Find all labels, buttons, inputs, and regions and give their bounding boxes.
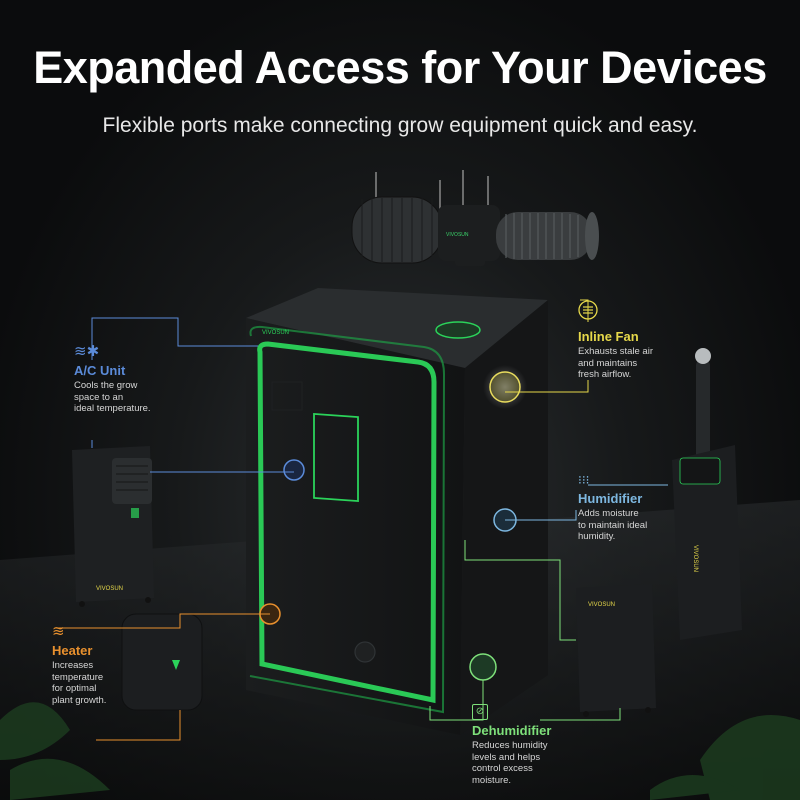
inline-fan-desc-2: and maintains <box>578 357 638 369</box>
humidifier-name: Humidifier <box>578 491 643 506</box>
heater-desc-2: temperature <box>52 671 104 683</box>
humidifier-desc-3: humidity. <box>578 531 616 542</box>
page-subtitle: Flexible ports make connecting grow equi… <box>102 114 698 137</box>
snow-fan-icon: ≋✱ <box>74 343 100 360</box>
heater-name: Heater <box>52 643 93 658</box>
plant-leaves <box>0 702 800 800</box>
dehumidifier-name: Dehumidifier <box>472 723 552 738</box>
dehumidifier-desc-2: levels and helps <box>472 751 541 763</box>
inline-fan-desc-3: fresh airflow. <box>578 369 632 380</box>
heater-desc-4: plant growth. <box>52 694 107 706</box>
ac-unit-device: VIVOSUN <box>72 446 154 607</box>
svg-text:VIVOSUN: VIVOSUN <box>446 232 469 238</box>
svg-text:VIVOSUN: VIVOSUN <box>262 330 289 336</box>
grow-tent: VIVOSUN <box>246 288 548 735</box>
ac-unit-desc-2: space to an <box>74 391 124 403</box>
heater-desc-3: for optimal <box>52 683 97 694</box>
inline-fan-device: VIVOSUN <box>351 170 599 266</box>
heater-device <box>121 613 203 711</box>
humidifier-label: ⁝⁝⁝ Humidifier Adds moisture to maintain… <box>578 472 688 543</box>
inline-fan-label: Inline Fan Exhausts stale air and mainta… <box>578 323 698 381</box>
inline-fan-name: Inline Fan <box>578 329 639 344</box>
ac-unit-desc-3: ideal temperature. <box>74 403 151 414</box>
humidifier-desc-2: to maintain ideal <box>578 519 648 531</box>
dehumidifier-desc-1: Reduces humidity <box>472 740 548 751</box>
dehumidifier-device: VIVOSUN <box>576 584 656 717</box>
ac-unit-name: A/C Unit <box>74 363 126 378</box>
leader-lines <box>56 299 668 741</box>
svg-text:VIVOSUN: VIVOSUN <box>588 602 615 608</box>
humidifier-device: VIVOSUN <box>672 348 742 640</box>
heater-label: ≋ Heater Increases temperature for optim… <box>52 624 152 706</box>
tent-ports <box>259 321 527 681</box>
page-title: Expanded Access for Your Devices <box>33 42 767 93</box>
ac-unit-label: ≋✱ A/C Unit Cools the grow space to an i… <box>74 344 194 415</box>
droplet-icon: ⊘ <box>472 704 488 720</box>
inline-fan-label-circle <box>578 300 598 320</box>
dehumidifier-desc-4: moisture. <box>472 774 512 786</box>
fan-icon-lines <box>583 306 593 314</box>
ac-unit-desc-1: Cools the grow <box>74 380 138 391</box>
svg-text:VIVOSUN: VIVOSUN <box>692 545 698 572</box>
heat-icon: ≋ <box>52 623 65 640</box>
dehumidifier-label: ⊘ Dehumidifier Reduces humidity levels a… <box>472 704 582 786</box>
humidifier-desc-1: Adds moisture <box>578 508 639 519</box>
inline-fan-desc-1: Exhausts stale air <box>578 346 653 357</box>
dehumidifier-desc-3: control excess <box>472 763 533 774</box>
humidifier-icon: ⁝⁝⁝ <box>578 473 590 487</box>
svg-text:VIVOSUN: VIVOSUN <box>96 586 123 592</box>
heater-desc-1: Increases <box>52 660 94 671</box>
